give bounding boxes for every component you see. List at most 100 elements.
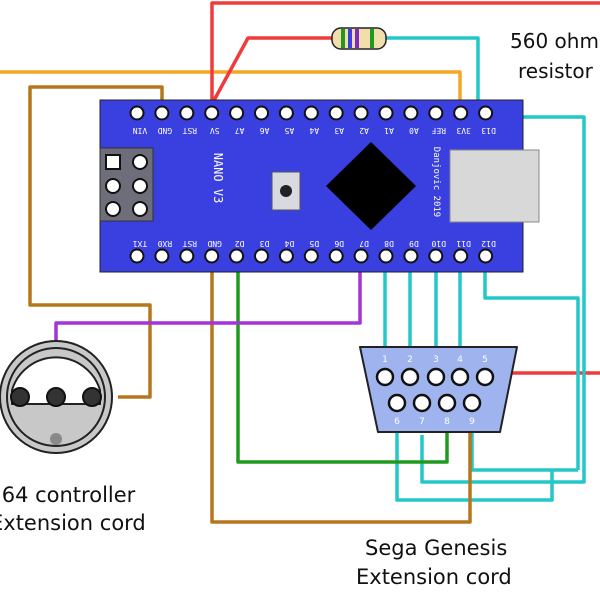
- wire-cyan-sega-6: [395, 403, 554, 502]
- bottom_pins-pin: [328, 248, 344, 264]
- n64-connector: [0, 340, 113, 454]
- bottom_pins-pin: [179, 248, 195, 264]
- bottom_pins-pin: [129, 248, 145, 264]
- top_pins-pin: [453, 105, 469, 121]
- top_pins-pin-label: A3: [334, 126, 344, 135]
- top_pins-pin-label: A0: [409, 126, 419, 135]
- top_pins-pin: [154, 105, 170, 121]
- top_pins-pin-label: REF: [431, 126, 446, 135]
- sega-pin: [437, 393, 457, 413]
- bottom_pins-pin: [229, 248, 245, 264]
- bottom_pins-pin-label: D8: [384, 239, 394, 248]
- top_pins-pin: [378, 105, 394, 121]
- bottom_pins-pin-label: D4: [284, 239, 294, 248]
- labels: 560 ohms resistor N64 controller Extensi…: [0, 29, 600, 589]
- sega-pin: [475, 367, 495, 387]
- bottom_pins-pin-label: D12: [481, 239, 496, 248]
- top_pins-pin-label: GND: [157, 126, 172, 135]
- top_pins-pin: [278, 105, 294, 121]
- bottom_pins-pin-label: GND: [207, 239, 222, 248]
- bottom_pins-pin: [254, 248, 269, 264]
- sega-pin: [426, 367, 446, 387]
- bottom_pins-pin-label: D6: [334, 239, 344, 248]
- top_pins-pin-label: A1: [384, 126, 394, 135]
- bottom_pins-pin-label: D5: [309, 239, 319, 248]
- wire-brown-gnd-bottom: [210, 255, 472, 524]
- top_pins-pin-label: VIN: [133, 126, 148, 135]
- sega-pin: [387, 393, 407, 413]
- sega-pin: [462, 393, 482, 413]
- sega-pin-number: 7: [419, 417, 425, 427]
- bottom_pins-pin: [154, 248, 170, 264]
- wire-red-5v-resistor: [210, 36, 335, 105]
- sega-pin: [400, 367, 420, 387]
- bottom-pin-row: TX1 RX0 RST GND D2 D3 D4 D5 D6 D7 D8 D9 D10 D11 D12: [129, 239, 496, 264]
- sega-pin-number: 3: [433, 355, 439, 365]
- bottom_pins-pin: [453, 248, 469, 264]
- sega-pin-number: 1: [382, 355, 388, 365]
- top_pins-pin: [129, 105, 145, 121]
- bottom_pins-pin-label: D10: [431, 239, 446, 248]
- sega-pin-number: 6: [394, 417, 400, 427]
- top_pins-pin-label: A2: [359, 126, 369, 135]
- n64-label-line1: N64 controller: [0, 483, 136, 507]
- top_pins-pin-label: 3V3: [456, 126, 471, 135]
- wires: [0, 1, 600, 524]
- sega-pin-number: 4: [457, 355, 463, 365]
- top_pins-pin: [204, 105, 220, 121]
- bottom_pins-pin-label: RX0: [157, 239, 172, 248]
- top_pins-pin: [179, 105, 195, 121]
- top_pins-pin: [254, 105, 269, 121]
- sega-pin-number: 8: [444, 417, 450, 427]
- n64-label-line2: Extension cord: [0, 511, 146, 535]
- bottom_pins-pin: [204, 248, 220, 264]
- bottom_pins-pin-label: D3: [260, 239, 270, 248]
- wire-brown-gnd-top: [28, 85, 164, 399]
- bottom_pins-pin-label: D9: [409, 239, 419, 248]
- resistor-label-line2: resistor: [518, 59, 594, 83]
- sega-pin-number: 9: [469, 417, 475, 427]
- bottom_pins-pin-label: D7: [359, 239, 369, 248]
- bottom_pins-pin: [403, 248, 419, 264]
- bottom_pins-pin-label: RST: [182, 239, 197, 248]
- top_pins-pin-label: A6: [260, 126, 270, 135]
- bottom_pins-pin-label: D2: [235, 239, 245, 248]
- bottom_pins-pin-label: D11: [456, 239, 471, 248]
- bottom_pins-pin: [378, 248, 394, 264]
- sega-label-line2: Extension cord: [356, 565, 512, 589]
- sega-pin: [412, 393, 432, 413]
- sega-pin: [450, 367, 470, 387]
- sega-db9-connector: 1 2 3 4 5 6 7 8 9: [359, 346, 518, 433]
- wire-cyan-d13: [420, 115, 586, 484]
- wire-red-5v-top: [210, 1, 600, 110]
- bottom_pins-pin: [353, 248, 369, 264]
- resistor: [331, 27, 387, 50]
- top_pins-pin: [478, 105, 494, 121]
- bottom_pins-pin: [303, 248, 319, 264]
- top_pins-pin-label: A4: [309, 126, 319, 135]
- top_pins-pin-label: A7: [235, 126, 245, 135]
- bottom_pins-pin-label: TX1: [133, 239, 148, 248]
- nano-board: NANO V3 Danjovic 2019 VIN GND RST 5V A7 A6 A5 A…: [99, 99, 540, 273]
- board-maker: Danjovic 2019: [431, 147, 441, 217]
- resistor-label-line1: 560 ohms: [510, 29, 600, 53]
- top_pins-pin-label: D13: [481, 126, 496, 135]
- top_pins-pin-label: 5V: [210, 126, 220, 135]
- mcu-chip: [326, 142, 416, 230]
- board-name: NANO V3: [211, 153, 225, 204]
- top_pins-pin: [428, 105, 444, 121]
- wire-orange-3v3: [0, 70, 462, 110]
- top_pins-pin: [403, 105, 419, 121]
- top_pins-pin: [353, 105, 369, 121]
- sega-label-line1: Sega Genesis: [365, 536, 507, 560]
- top_pins-pin-label: A5: [284, 126, 294, 135]
- sega-pin-number: 5: [482, 355, 488, 365]
- sega-pin-group: 1 2 3 4 5 6 7 8 9: [375, 355, 495, 427]
- sega-pin-number: 2: [407, 355, 413, 365]
- sega-pin: [375, 367, 395, 387]
- bottom_pins-pin: [278, 248, 294, 264]
- top_pins-pin: [303, 105, 319, 121]
- bottom_pins-pin: [428, 248, 444, 264]
